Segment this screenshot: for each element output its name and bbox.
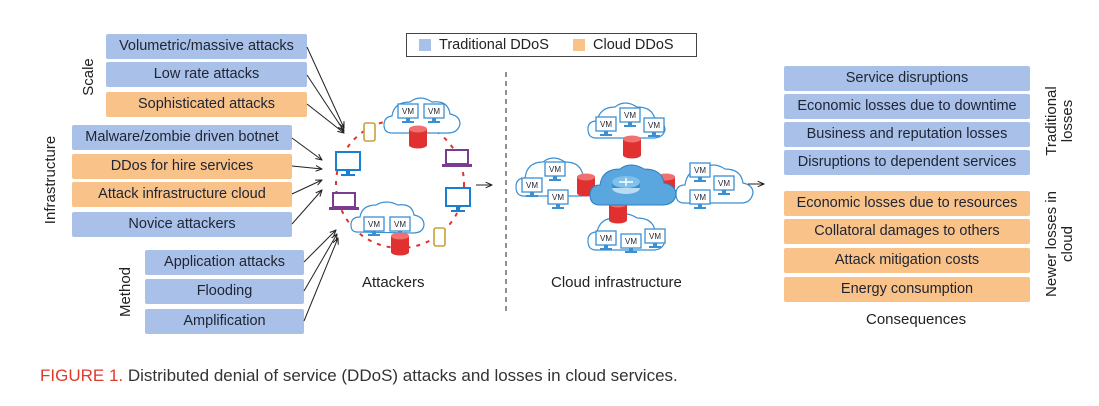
newer-losses-text: Newer losses in cloud (1043, 191, 1076, 297)
consequence-energy-consumption: Energy consumption (784, 277, 1030, 302)
cloud-infrastructure-label: Cloud infrastructure (551, 274, 682, 291)
vm-label: VM (694, 166, 706, 175)
vm-label: VM (600, 234, 612, 243)
newer-losses-label: Newer losses in cloud (1043, 186, 1078, 302)
laptop-icon-purple-top (442, 149, 472, 167)
consequence-business-reputation: Business and reputation losses (784, 122, 1030, 147)
vm-labels: VM VM VM VM VM VM VM VM VM VM VM VM VM VM VM VM (368, 107, 730, 246)
consequence-mitigation-costs: Attack mitigation costs (784, 248, 1030, 273)
phone-icon-top (363, 122, 376, 142)
vm-label: VM (600, 120, 612, 129)
attack-box-attack-infra-cloud: Attack infrastructure cloud (72, 182, 292, 207)
vm-label: VM (526, 181, 538, 190)
vm-label: VM (552, 193, 564, 202)
vm-label: VM (718, 179, 730, 188)
vm-label: VM (394, 220, 406, 229)
arrow-low-rate (306, 74, 344, 131)
consequence-economic-downtime: Economic losses due to downtime (784, 94, 1030, 119)
attack-box-application: Application attacks (145, 250, 304, 275)
attack-box-ddos-for-hire: DDos for hire services (72, 154, 292, 179)
consequences-title: Consequences (866, 311, 967, 328)
phone-icon-bottom (433, 227, 446, 247)
monitor-icon-left (335, 151, 361, 176)
attack-box-volumetric: Volumetric/massive attacks (106, 34, 307, 59)
legend-cloud-swatch (573, 39, 585, 51)
arrow-ddos-hire (291, 166, 322, 169)
figure-number: FIGURE 1. (40, 366, 124, 385)
laptop-icon-purple-left (329, 192, 359, 210)
consequence-economic-resources: Economic losses due to resources (784, 191, 1030, 216)
traditional-losses-text: Traditional losses (1043, 86, 1076, 156)
cloud-infrastructure-cluster (515, 102, 754, 254)
vm-label: VM (402, 107, 414, 116)
arrow-volumetric (306, 46, 344, 128)
legend-traditional-swatch (419, 39, 431, 51)
arrow-flooding (303, 234, 337, 292)
legend-traditional-label: Traditional DDoS (439, 37, 549, 53)
legend: Traditional DDoS Cloud DDoS (406, 33, 697, 57)
vm-label: VM (428, 107, 440, 116)
traditional-losses-label: Traditional losses (1043, 68, 1078, 174)
attack-box-low-rate: Low rate attacks (106, 62, 307, 87)
figure-caption-text: Distributed denial of service (DDoS) att… (123, 366, 678, 385)
attack-box-flooding: Flooding (145, 279, 304, 304)
figure-caption: FIGURE 1. Distributed denial of service … (40, 366, 678, 386)
vm-label: VM (649, 232, 661, 241)
vm-label: VM (694, 193, 706, 202)
arrow-sophisticated (306, 103, 344, 133)
attack-box-sophisticated: Sophisticated attacks (106, 92, 307, 117)
arrow-novice (291, 190, 322, 225)
arrow-infra-cloud (291, 180, 322, 195)
vm-label: VM (625, 237, 637, 246)
arrow-amplification (303, 238, 338, 322)
vm-label: VM (549, 165, 561, 174)
monitor-icon-right (445, 187, 471, 212)
attacker-cloud-top (383, 97, 461, 149)
router-icon (612, 176, 640, 194)
consequence-dependent-services: Disruptions to dependent services (784, 150, 1030, 175)
legend-cloud-label: Cloud DDoS (593, 37, 674, 53)
attack-box-amplification: Amplification (145, 309, 304, 334)
attack-box-malware-botnet: Malware/zombie driven botnet (72, 125, 292, 150)
vm-label: VM (648, 121, 660, 130)
arrow-application (303, 230, 336, 263)
attacker-cloud-bottom (350, 201, 425, 256)
vm-label: VM (624, 111, 636, 120)
vm-label: VM (368, 220, 380, 229)
consequence-collateral-damages: Collatoral damages to others (784, 219, 1030, 244)
attack-box-novice: Novice attackers (72, 212, 292, 237)
attackers-label: Attackers (362, 274, 425, 291)
consequence-service-disruptions: Service disruptions (784, 66, 1030, 91)
attack-arrows (291, 46, 344, 322)
attackers-cluster (329, 97, 472, 256)
arrow-malware (291, 137, 322, 160)
